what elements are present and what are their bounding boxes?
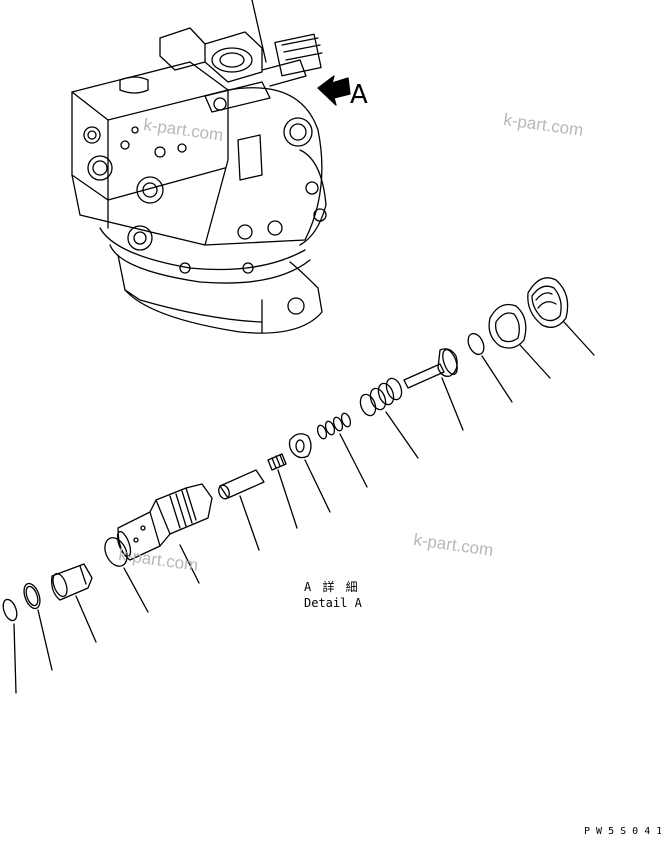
detail-caption-jp: A 詳 細 <box>304 580 360 594</box>
part-spring <box>359 377 419 459</box>
part-nut <box>527 277 595 356</box>
part-poppet <box>403 348 464 431</box>
part-small-spring <box>316 412 368 488</box>
part-plug <box>51 563 97 643</box>
part-set-screw <box>267 453 298 529</box>
drawing-code: P W 5 S 0 4 1 <box>584 826 661 837</box>
part-backup-ring <box>23 582 53 671</box>
part-o-ring-left <box>2 598 18 694</box>
view-a-arrow <box>317 75 351 106</box>
view-label: A <box>350 80 368 110</box>
part-o-ring-small <box>467 332 513 403</box>
detail-caption-en: Detail A <box>304 596 362 610</box>
motor-assembly <box>71 0 327 334</box>
part-o-ring-large <box>104 537 149 613</box>
part-seat <box>288 433 331 513</box>
part-ring <box>488 303 551 379</box>
part-sleeve <box>218 469 265 551</box>
